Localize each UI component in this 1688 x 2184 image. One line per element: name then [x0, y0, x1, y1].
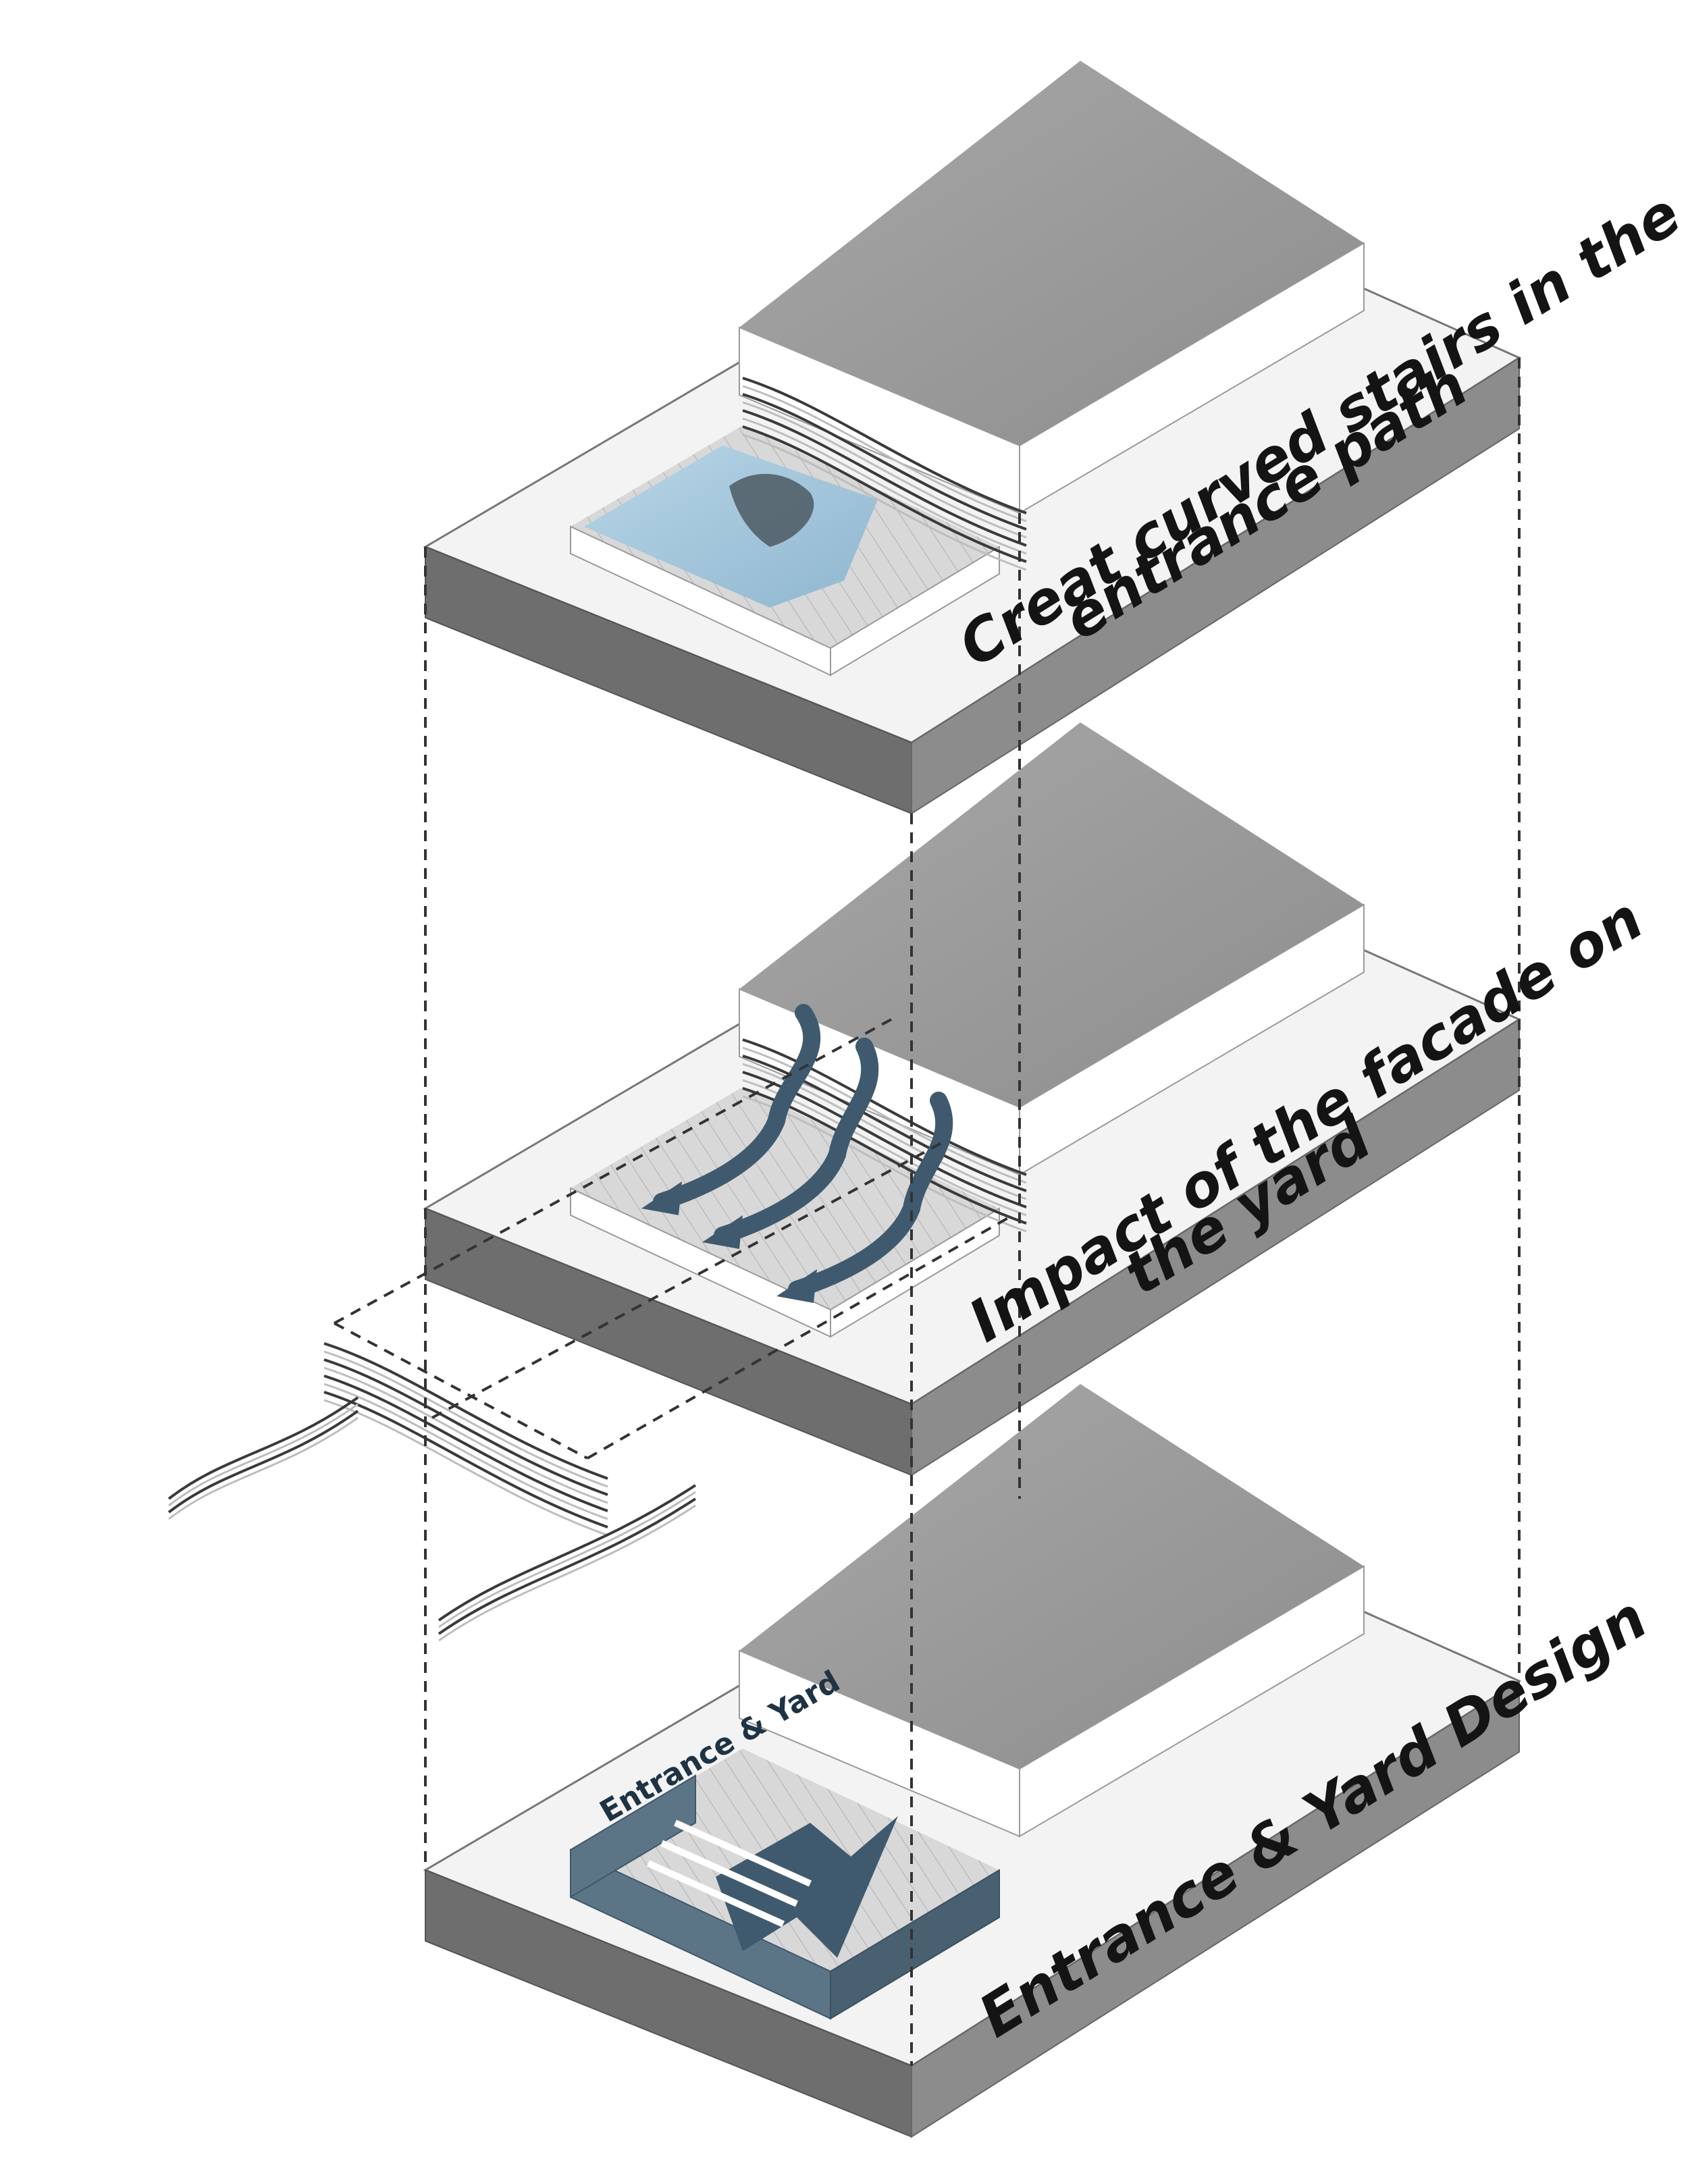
- courtyard-wall-right: [830, 1207, 1000, 1338]
- facade-strip: [323, 1342, 608, 1480]
- facade-strips: [742, 377, 1027, 571]
- building-roof: [739, 1384, 1364, 1769]
- arrow-head: [641, 1181, 682, 1215]
- exploded-facade-strips: [167, 1342, 697, 1642]
- entrance-tag-panel-right: [830, 1869, 1000, 2020]
- facade-strip: [742, 1055, 1027, 1192]
- facade-strip: [742, 401, 1027, 539]
- slab-right-side: [911, 356, 1520, 815]
- facade-strip: [742, 1063, 1027, 1200]
- facade-strip: [323, 1399, 608, 1537]
- facade-strip: [742, 377, 1027, 514]
- courtyard-wall-right: [830, 545, 1000, 676]
- facade-strip: [168, 1416, 359, 1520]
- facade-strip: [742, 417, 1027, 555]
- dashed-connector-lines: [334, 358, 1521, 2066]
- arrow-head: [776, 1269, 817, 1303]
- facade-strip: [323, 1383, 608, 1520]
- facade-strip: [742, 433, 1027, 571]
- slab-right-side: [911, 1680, 1520, 2138]
- level-middle-facade-impact: [423, 722, 1522, 1476]
- level-bottom-entrance-yard: Entrance & Yard: [423, 1384, 1522, 2138]
- facade-strip: [438, 1497, 697, 1635]
- facade-strip: [438, 1504, 696, 1642]
- flow-arrows: [641, 1004, 953, 1303]
- arrow-head: [702, 1215, 743, 1249]
- facade-strip: [167, 1396, 359, 1500]
- down-left-arrow-icon: [714, 1038, 879, 1244]
- facade-strip: [438, 1491, 696, 1628]
- facade-strip: [323, 1391, 608, 1528]
- facade-strip: [323, 1366, 608, 1504]
- entrance-tag-panel-back: [570, 1774, 696, 1898]
- slab-right-side: [911, 1018, 1520, 1476]
- building-front-wall: [739, 1649, 1020, 1838]
- facade-strip: [742, 1046, 1027, 1184]
- down-left-arrow-icon: [653, 1004, 821, 1210]
- down-left-arrow-icon: [788, 1092, 953, 1298]
- building-roof: [739, 61, 1364, 446]
- level-top-curved-stairs: [423, 61, 1522, 815]
- curved-stair-dark: [729, 473, 814, 547]
- building-roof: [739, 722, 1364, 1107]
- up-right-arrow-icon: [646, 1816, 898, 1958]
- facade-strip: [323, 1358, 608, 1496]
- courtyard-water: [584, 446, 878, 608]
- facade-strip: [438, 1484, 697, 1622]
- facade-strip: [167, 1410, 359, 1514]
- facade-strip: [742, 1071, 1027, 1208]
- facade-strips: [742, 1038, 1027, 1233]
- facade-strip: [323, 1350, 608, 1488]
- facade-strip: [742, 425, 1027, 563]
- facade-strip: [168, 1403, 359, 1507]
- facade-strip: [742, 409, 1027, 547]
- facade-strip: [742, 385, 1027, 523]
- facade-strip: [742, 1038, 1027, 1176]
- facade-strip: [742, 393, 1027, 531]
- facade-strip: [323, 1375, 608, 1512]
